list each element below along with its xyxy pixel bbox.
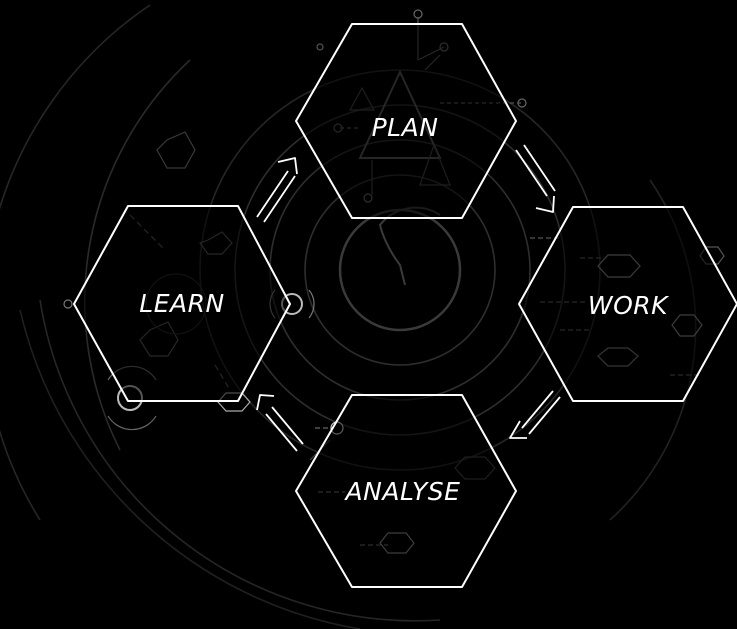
hexagon-analyse (295, 394, 517, 588)
hexagon-plan (295, 23, 517, 219)
deco-node-dot (316, 43, 324, 51)
deco-node-dot (63, 299, 73, 309)
deco-ring-arc (107, 415, 157, 431)
node-label-work: WORK (588, 291, 670, 320)
node-analyse: ANALYSE (295, 394, 517, 588)
deco-hexagon (156, 131, 196, 169)
deco-node-dot (413, 9, 423, 19)
arrow-analyse-to-learn (256, 394, 304, 452)
hexagon-work (518, 206, 737, 402)
bg-arc (39, 299, 441, 622)
bg-arc (0, 4, 151, 521)
cycle-connectors (256, 144, 561, 452)
bg-arc (19, 309, 361, 629)
node-label-analyse: ANALYSE (344, 477, 461, 506)
node-work: WORK (518, 206, 737, 402)
bg-ring (338, 208, 462, 332)
arrow-work-to-analyse (509, 390, 561, 439)
arrow-learn-to-plan (256, 157, 298, 223)
bg-arc (84, 59, 191, 451)
node-label-plan: PLAN (372, 113, 439, 142)
node-learn: LEARN (73, 205, 291, 402)
node-plan: PLAN (295, 23, 517, 219)
arrow-plan-to-work (515, 144, 556, 213)
deco-ring-arc (308, 289, 315, 319)
hexagon-learn (73, 205, 291, 402)
node-label-learn: LEARN (139, 289, 224, 318)
